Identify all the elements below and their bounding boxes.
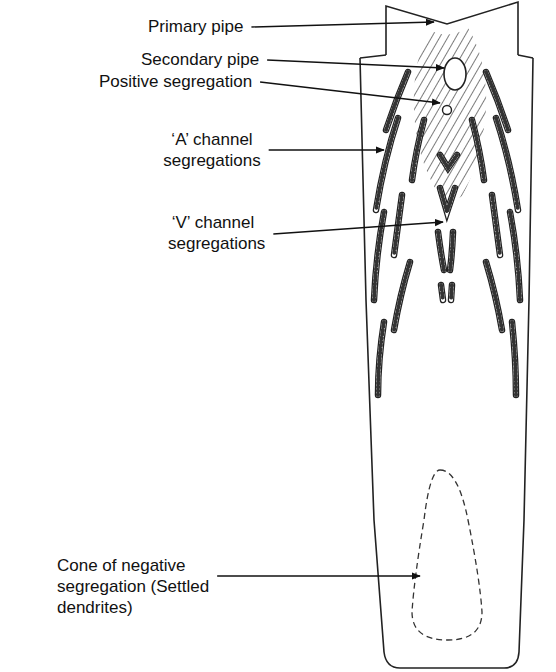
channel-strip: [510, 212, 520, 300]
small-cavity: [443, 106, 452, 115]
channel-strip: [440, 188, 455, 212]
secondary-pipe: [444, 58, 466, 90]
leader-line: [260, 82, 440, 103]
channel-strip: [438, 232, 453, 270]
channel-strip: [412, 120, 424, 180]
leader-line: [217, 575, 420, 576]
channel-strip: [486, 262, 502, 330]
channel-strip: [394, 262, 410, 330]
channel-strip: [412, 120, 424, 180]
leader-line: [269, 149, 384, 150]
positive-segregation-zone: [414, 28, 486, 200]
channel-strip: [440, 188, 455, 212]
channel-strip: [472, 120, 484, 180]
part-label: Cone of negative segregation (Settled de…: [57, 555, 227, 618]
ingot-outline: [360, 2, 533, 668]
channel-strip: [496, 118, 518, 210]
leader-line: [273, 222, 443, 234]
channel-strip: [492, 195, 500, 255]
channel-strip: [492, 195, 500, 255]
part-label: ‘A’ channel segregations: [162, 129, 262, 171]
part-label: Secondary pipe: [141, 49, 266, 70]
leader-line: [267, 60, 444, 68]
channel-strip: [440, 155, 457, 168]
channel-strip: [486, 262, 502, 330]
channel-strip: [394, 262, 410, 330]
channel-strip: [472, 120, 484, 180]
channel-strip: [440, 188, 455, 212]
channel-strip: [374, 212, 384, 300]
channel-strip: [510, 212, 520, 300]
negative-segregation-cone: [412, 470, 482, 640]
channel-strip: [512, 322, 516, 395]
part-label: Positive segregation: [99, 71, 259, 92]
channel-strip: [412, 120, 424, 180]
channel-strip: [376, 118, 398, 210]
channel-strip: [376, 118, 398, 210]
channel-strip: [441, 285, 452, 300]
channel-strip: [378, 322, 384, 395]
channel-strip: [472, 120, 484, 180]
channel-strip: [374, 212, 384, 300]
channel-segregations: [374, 72, 520, 395]
channel-strip: [441, 285, 452, 300]
part-label: ‘V’ channel segregations: [168, 212, 258, 254]
channel-strip: [496, 118, 518, 210]
channel-strip: [512, 322, 516, 395]
channel-strip: [438, 232, 453, 270]
channel-strip: [374, 212, 384, 300]
channel-strip: [378, 322, 384, 395]
channel-strip: [486, 262, 502, 330]
channel-strip: [378, 322, 384, 395]
channel-strip: [394, 262, 410, 330]
channel-strip: [510, 212, 520, 300]
part-label: Primary pipe: [148, 16, 258, 37]
channel-strip: [440, 155, 457, 168]
channel-strip: [512, 322, 516, 395]
channel-strip: [438, 232, 453, 270]
channel-strip: [492, 195, 500, 255]
channel-strip: [496, 118, 518, 210]
channel-strip: [376, 118, 398, 210]
leader-line: [251, 22, 434, 27]
channel-strip: [441, 285, 452, 300]
channel-strip: [440, 155, 457, 168]
